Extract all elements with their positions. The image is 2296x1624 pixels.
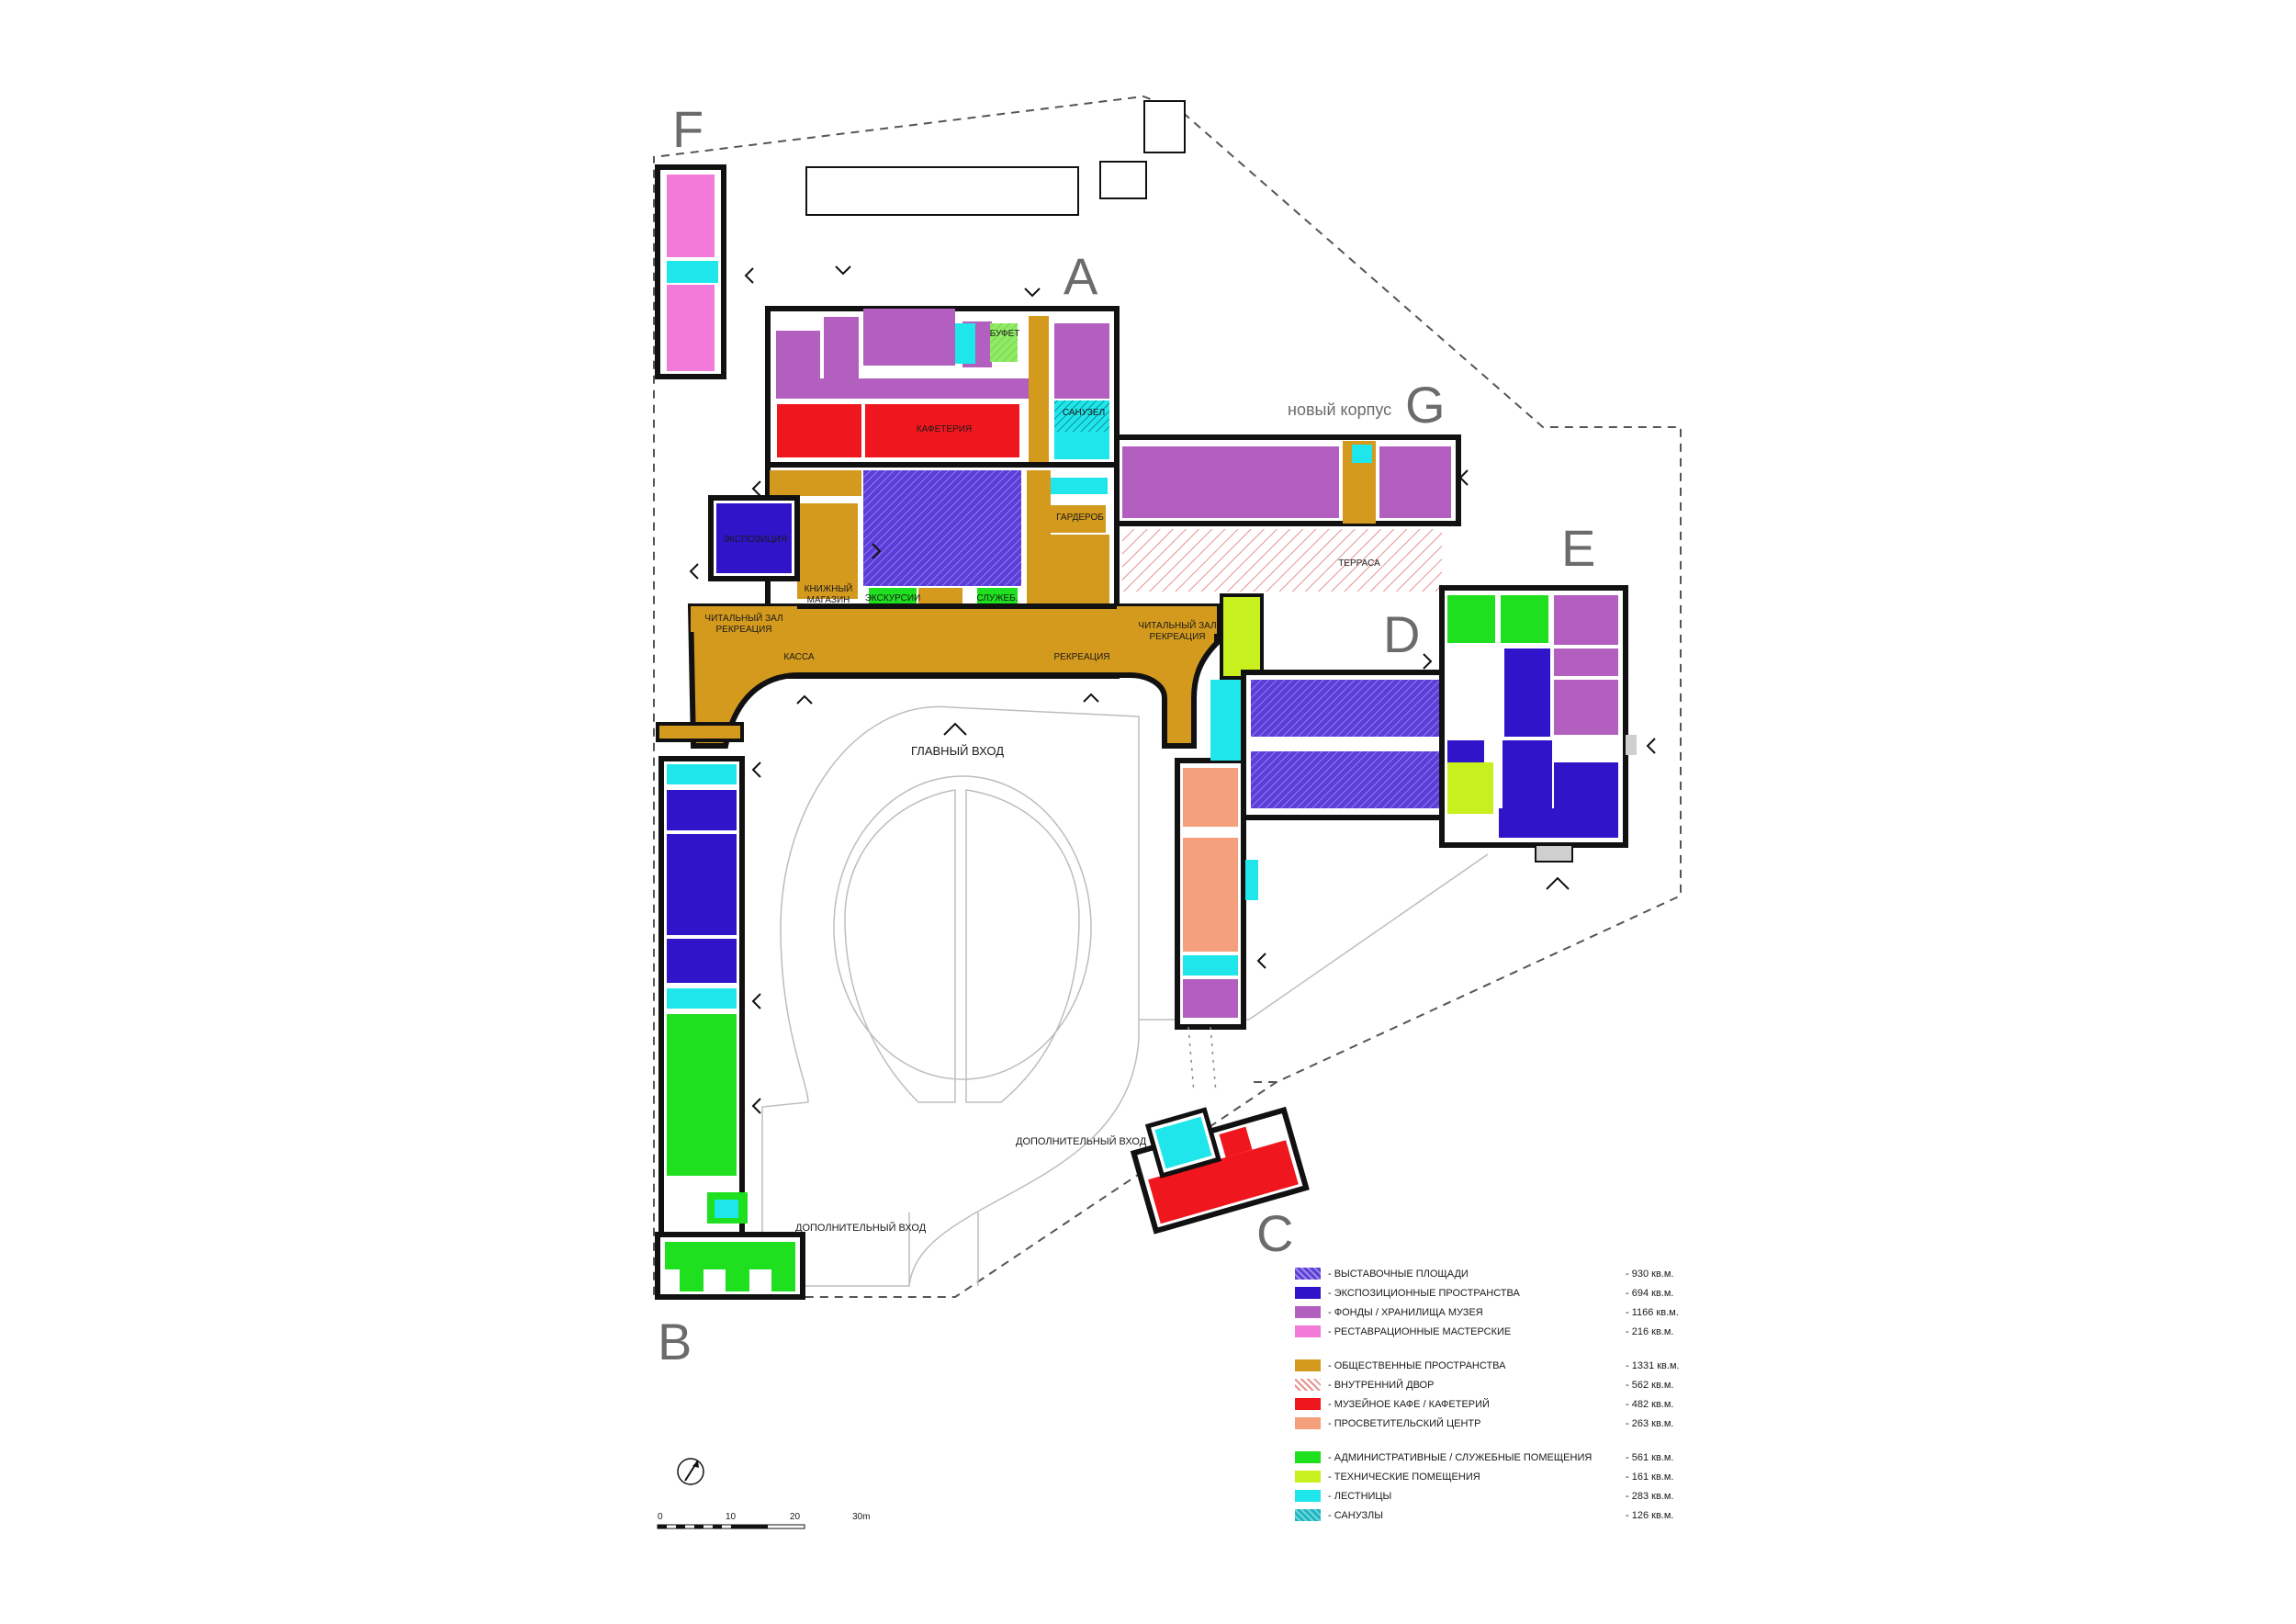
legend-item: - МУЗЕЙНОЕ КАФЕ / КАФЕТЕРИЙ - 482 кв.м. (1295, 1396, 1681, 1415)
legend-label: - ЭКСПОЗИЦИОННЫЕ ПРОСТРАНСТВА (1328, 1288, 1520, 1299)
legend-swatch (1295, 1287, 1321, 1299)
scale-label: 20 (790, 1512, 801, 1522)
legend-label: - ВЫСТАВОЧНЫЕ ПЛОЩАДИ (1328, 1269, 1469, 1280)
legend-swatch (1295, 1359, 1321, 1371)
scale-bar: 0 10 20 30m (657, 1512, 870, 1529)
legend-swatch (1295, 1417, 1321, 1429)
block-letter-e: E (1561, 519, 1595, 577)
outbuilding (805, 166, 1079, 216)
legend-item: - САНУЗЛЫ - 126 кв.м. (1295, 1507, 1681, 1527)
legend-label: - РЕСТАВРАЦИОННЫЕ МАСТЕРСКИЕ (1328, 1326, 1512, 1337)
new-building-label: новый корпус (1288, 400, 1391, 419)
legend-label: - ТЕХНИЧЕСКИЕ ПОМЕЩЕНИЯ (1328, 1472, 1480, 1483)
block-letter-b: B (658, 1313, 692, 1370)
legend-swatch (1295, 1471, 1321, 1483)
block-e (1439, 585, 1637, 863)
legend-label: - САНУЗЛЫ (1328, 1510, 1383, 1521)
room-label-recreation: РЕКРЕАЦИЯ (1054, 652, 1110, 662)
exposition-hall (708, 495, 800, 581)
block-letter-f: F (672, 100, 703, 158)
legend-area: - 216 кв.м. (1626, 1326, 1674, 1337)
legend-item: - ФОНДЫ / ХРАНИЛИЩА МУЗЕЯ - 1166 кв.м. (1295, 1304, 1681, 1324)
room-label-bookshop: МАГАЗИН (807, 595, 850, 605)
legend-area: - 482 кв.м. (1626, 1399, 1674, 1410)
legend-label: - ПРОСВЕТИТЕЛЬСКИЙ ЦЕНТР (1328, 1418, 1481, 1429)
legend-label: - АДМИНИСТРАТИВНЫЕ / СЛУЖЕБНЫЕ ПОМЕЩЕНИЯ (1328, 1452, 1593, 1463)
courtyard-oval (833, 775, 1092, 1080)
legend-item: - АДМИНИСТРАТИВНЫЕ / СЛУЖЕБНЫЕ ПОМЕЩЕНИЯ… (1295, 1449, 1681, 1469)
room-label-toilets: САНУЗЕЛ (1063, 408, 1105, 418)
legend-swatch (1295, 1306, 1321, 1318)
legend-item: - ЛЕСТНИЦЫ - 283 кв.м. (1295, 1488, 1681, 1507)
legend-area: - 561 кв.м. (1626, 1452, 1674, 1463)
legend-item: - ЭКСПОЗИЦИОННЫЕ ПРОСТРАНСТВА - 694 кв.м. (1295, 1285, 1681, 1304)
courtyard-loop (761, 705, 1140, 1287)
block-letter-g: G (1405, 376, 1446, 434)
legend-swatch (1295, 1268, 1321, 1280)
legend-item: - ВЫСТАВОЧНЫЕ ПЛОЩАДИ - 930 кв.м. (1295, 1266, 1681, 1285)
block-c (1130, 1106, 1310, 1235)
legend: - ВЫСТАВОЧНЫЕ ПЛОЩАДИ - 930 кв.м. - ЭКСПОЗ… (1295, 1266, 1681, 1527)
legend-area: - 126 кв.м. (1626, 1510, 1674, 1521)
legend-swatch (1295, 1379, 1321, 1391)
legend-area: - 263 кв.м. (1626, 1418, 1674, 1429)
public-corridor (687, 603, 1220, 749)
legend-item: - РЕСТАВРАЦИОННЫЕ МАСТЕРСКИЕ - 216 кв.м. (1295, 1324, 1681, 1343)
legend-area: - 161 кв.м. (1626, 1472, 1674, 1483)
legend-swatch (1295, 1490, 1321, 1502)
block-g (1114, 434, 1461, 592)
legend-label: - ЛЕСТНИЦЫ (1328, 1491, 1392, 1502)
legend-swatch (1295, 1509, 1321, 1521)
block-letter-a: A (1064, 247, 1098, 305)
room-label-wardrobe: ГАРДЕРОБ (1056, 513, 1104, 523)
legend-area: - 930 кв.м. (1626, 1269, 1674, 1280)
room-label-reading-left: ЧИТАЛЬНЫЙ ЗАЛ (704, 612, 782, 624)
legend-label: - ФОНДЫ / ХРАНИЛИЩА МУЗЕЯ (1328, 1307, 1483, 1318)
block-letter-c: C (1256, 1204, 1293, 1262)
legend-item: - ОБЩЕСТВЕННЫЕ ПРОСТРАНСТВА - 1331 кв.м. (1295, 1358, 1681, 1377)
room-label-service: СЛУЖЕБ. (976, 593, 1018, 603)
legend-item: - ТЕХНИЧЕСКИЕ ПОМЕЩЕНИЯ - 161 кв.м. (1295, 1469, 1681, 1488)
outbuilding (1143, 100, 1186, 153)
room-label-exposition: ЭКСПОЗИЦИЯ (723, 535, 787, 545)
legend-label: - ОБЩЕСТВЕННЫЕ ПРОСТРАНСТВА (1328, 1360, 1506, 1371)
room-label-reading-left: РЕКРЕАЦИЯ (716, 625, 772, 635)
scale-label: 30m (852, 1512, 870, 1522)
outbuilding (1099, 161, 1147, 199)
extra-entrance-c-label: ДОПОЛНИТЕЛЬНЫЙ ВХОД (1016, 1135, 1147, 1147)
legend-label: - ВНУТРЕННИЙ ДВОР (1328, 1380, 1435, 1391)
legend-label: - МУЗЕЙНОЕ КАФЕ / КАФЕТЕРИЙ (1328, 1399, 1490, 1410)
scale-label: 0 (658, 1512, 663, 1522)
legend-item: - ПРОСВЕТИТЕЛЬСКИЙ ЦЕНТР - 263 кв.м. (1295, 1415, 1681, 1435)
extra-entrance-b-label: ДОПОЛНИТЕЛЬНЫЙ ВХОД (795, 1222, 927, 1234)
legend-swatch (1295, 1451, 1321, 1463)
room-label-reading-right: РЕКРЕАЦИЯ (1150, 632, 1206, 642)
room-label-excursion: ЭКСКУРСИИ (865, 593, 921, 603)
legend-area: - 283 кв.м. (1626, 1491, 1674, 1502)
legend-swatch (1295, 1398, 1321, 1410)
room-label-terrace: ТЕРРАСА (1338, 558, 1380, 569)
block-f (655, 164, 726, 379)
room-label-cashier: КАССА (783, 652, 814, 662)
room-label-reading-right: ЧИТАЛЬНЫЙ ЗАЛ (1138, 619, 1216, 631)
legend-area: - 1331 кв.м. (1626, 1360, 1680, 1371)
chevron-entry-icon (689, 265, 1656, 1114)
room-label-bookshop: КНИЖНЫЙ (805, 582, 853, 594)
room-label-buffet: БУФЕТ (990, 329, 1020, 339)
legend-area: - 694 кв.м. (1626, 1288, 1674, 1299)
legend-item: - ВНУТРЕННИЙ ДВОР - 562 кв.м. (1295, 1377, 1681, 1396)
block-letter-d: D (1383, 605, 1420, 663)
room-label-cafeteria: КАФЕТЕРИЯ (917, 424, 972, 434)
legend-swatch (1295, 1325, 1321, 1337)
scale-label: 10 (726, 1512, 737, 1522)
block-b (655, 722, 805, 1300)
main-entrance-label: ГЛАВНЫЙ ВХОД (911, 744, 1004, 758)
north-arrow-icon (677, 1458, 704, 1485)
legend-area: - 1166 кв.м. (1626, 1307, 1679, 1318)
legend-area: - 562 кв.м. (1626, 1380, 1674, 1391)
